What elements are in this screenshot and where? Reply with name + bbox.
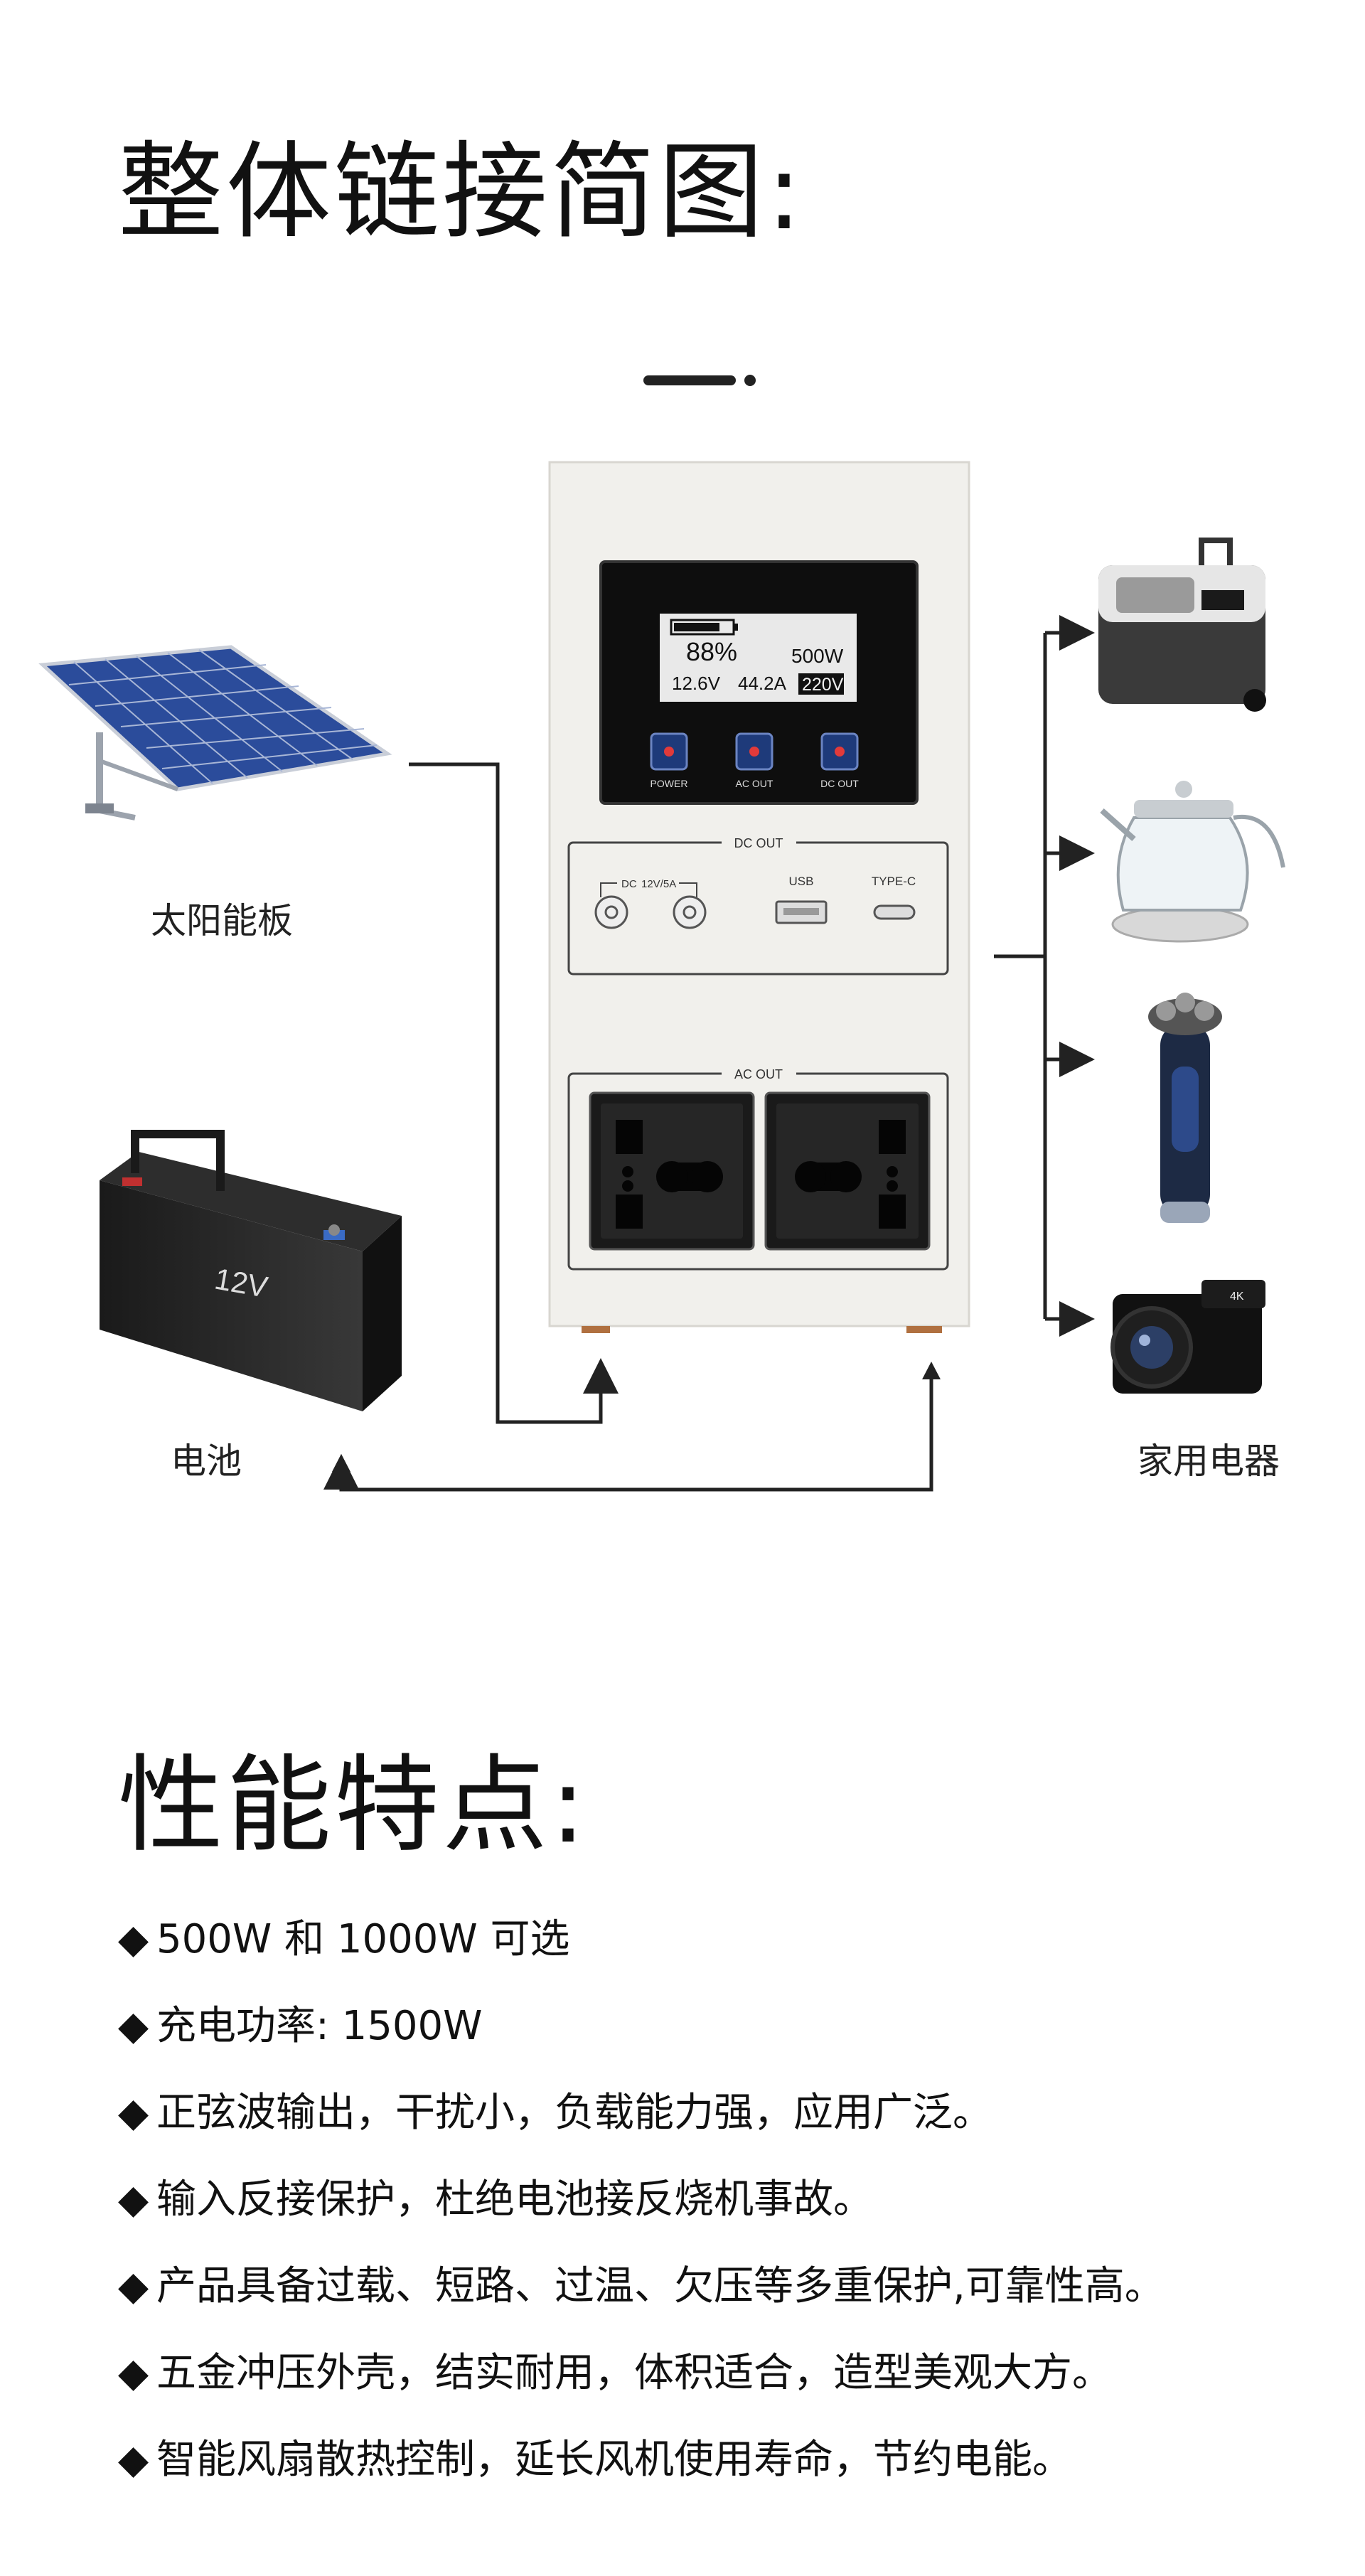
diamond-bullet-icon: ◆ (118, 2090, 149, 2136)
lcd-percent: 88% (686, 637, 737, 666)
inverter-device: 88% 500W 12.6V 44.2A 220V POWER AC OUT D… (548, 461, 970, 1333)
feature-item: ◆智能风扇散热控制，延长风机使用寿命，节约电能。 (118, 2440, 1165, 2527)
feature-text: 输入反接保护，杜绝电池接反烧机事故。 (156, 2176, 873, 2223)
arrow-head-left-terminal (592, 1362, 610, 1379)
dc-port-label: DC (621, 878, 637, 890)
display-panel: 88% 500W 12.6V 44.2A 220V POWER AC OUT D… (599, 560, 919, 805)
diamond-bullet-icon: ◆ (118, 2263, 149, 2309)
diamond-bullet-icon: ◆ (118, 2176, 149, 2223)
features-list: ◆500W 和 1000W 可选 ◆充电功率: 1500W ◆正弦波输出，干扰小… (118, 1920, 1165, 2527)
battery-label: 电池 (171, 1441, 242, 1482)
ac-socket-1[interactable] (589, 1091, 755, 1251)
camera-image: 4K (1110, 1280, 1265, 1394)
usb-label: USB (789, 875, 814, 888)
arrow-head-right-terminal (922, 1362, 941, 1379)
features-title: 性能特点: (118, 1744, 589, 1866)
dc-panel-title: DC OUT (734, 836, 783, 850)
diamond-bullet-icon: ◆ (118, 2350, 149, 2396)
camera-4k-badge: 4K (1230, 1290, 1244, 1303)
terminal-right (906, 1326, 942, 1333)
connection-lines (323, 615, 1095, 1492)
typec-port[interactable] (873, 904, 916, 920)
power-button[interactable]: POWER (650, 732, 688, 789)
appliances-label: 家用电器 (1138, 1441, 1280, 1482)
feature-item: ◆正弦波输出，干扰小，负载能力强，应用广泛。 (118, 2093, 1165, 2180)
dc-port-2[interactable] (673, 895, 707, 929)
dc-out-panel: DC OUT DC 12V/5A USB TYPE-C (567, 833, 949, 976)
feature-text: 智能风扇散热控制，延长风机使用寿命，节约电能。 (156, 2437, 1072, 2483)
handle-indicator (643, 375, 756, 386)
ac-out-button-label: AC OUT (736, 778, 774, 789)
dc-out-button[interactable]: DC OUT (820, 732, 859, 789)
dc-out-button-label: DC OUT (820, 778, 859, 789)
dc-port-1[interactable] (594, 895, 628, 929)
feature-item: ◆产品具备过载、短路、过温、欠压等多重保护,可靠性高。 (118, 2267, 1165, 2353)
ac-out-panel: AC OUT (567, 1064, 949, 1271)
feature-text: 500W 和 1000W 可选 (156, 1916, 570, 1962)
terminal-left (582, 1326, 610, 1333)
feature-item: ◆充电功率: 1500W (118, 2006, 1165, 2093)
feature-item: ◆五金冲压外壳，结实耐用，体积适合，造型美观大方。 (118, 2353, 1165, 2440)
connection-diagram: 88% 500W 12.6V 44.2A 220V POWER AC OUT D… (38, 375, 1285, 1492)
feature-text: 产品具备过载、短路、过温、欠压等多重保护,可靠性高。 (156, 2263, 1165, 2309)
dc-port-spec: 12V/5A (641, 878, 676, 890)
feature-item: ◆输入反接保护，杜绝电池接反烧机事故。 (118, 2180, 1165, 2267)
feature-text: 充电功率: 1500W (156, 2003, 483, 2049)
diamond-bullet-icon: ◆ (118, 2437, 149, 2483)
feature-text: 五金冲压外壳，结实耐用，体积适合，造型美观大方。 (156, 2350, 1112, 2396)
diamond-bullet-icon: ◆ (118, 2003, 149, 2049)
battery-image: 12V (100, 1130, 402, 1411)
fridge-image (1098, 538, 1266, 712)
arrow-head-battery (332, 1454, 350, 1472)
lcd-ac-voltage: 220V (802, 675, 844, 695)
lcd-current: 44.2A (738, 673, 787, 694)
lcd-battery-icon (670, 619, 738, 636)
lcd-power: 500W (791, 645, 844, 667)
kettle-image (1100, 781, 1285, 943)
shaver-image (1148, 993, 1222, 1223)
power-button-label: POWER (651, 778, 688, 789)
ac-socket-2[interactable] (764, 1091, 931, 1251)
feature-item: ◆500W 和 1000W 可选 (118, 1920, 1165, 2006)
ac-panel-title: AC OUT (734, 1067, 783, 1081)
usb-port[interactable] (775, 900, 828, 924)
feature-text: 正弦波输出，干扰小，负载能力强，应用广泛。 (156, 2090, 992, 2136)
ac-out-button[interactable]: AC OUT (735, 732, 774, 789)
typec-label: TYPE-C (872, 875, 916, 888)
solar-label: 太阳能板 (151, 900, 293, 941)
diamond-bullet-icon: ◆ (118, 1916, 149, 1962)
solar-panel-image (38, 645, 392, 821)
diagram-title: 整体链接简图: (118, 131, 805, 253)
lcd-voltage: 12.6V (672, 673, 721, 694)
